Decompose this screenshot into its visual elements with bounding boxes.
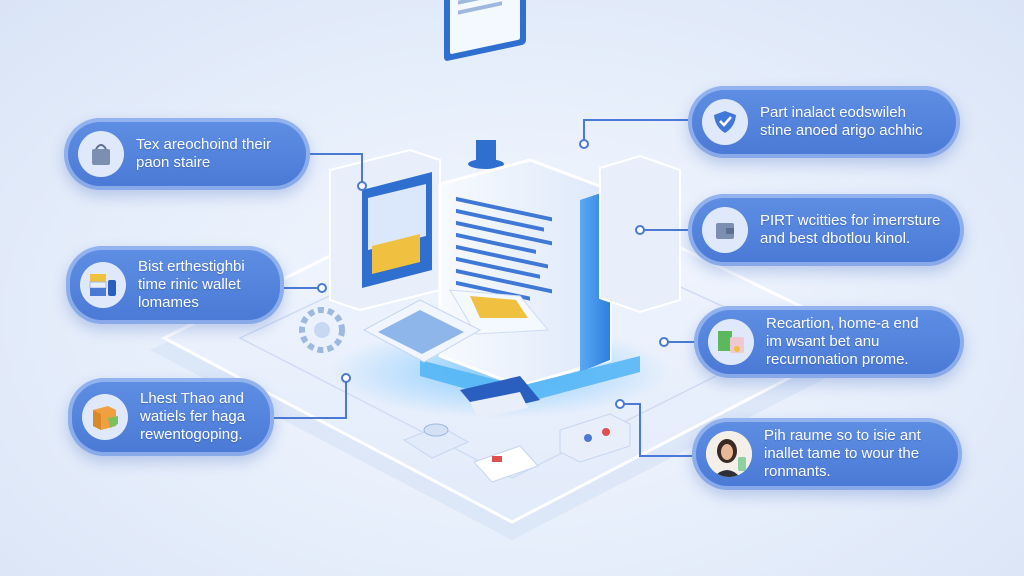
callout-2: Bist erthestighbi time rinic wallet loma… (66, 246, 284, 324)
callout-6-text: Recartion, home-a end im wsant bet anu r… (766, 315, 919, 368)
callout-6: Recartion, home-a end im wsant bet anu r… (694, 306, 964, 378)
callout-5-text: PIRT wcitties for imerrsture and best db… (760, 212, 941, 247)
callout-7-text: Pih raume so to isie ant inallet tame to… (764, 427, 921, 480)
left-cabinet (329, 148, 441, 312)
person-avatar-icon (706, 431, 752, 477)
callout-1-text: Tex areochoind their paon staire (136, 136, 272, 171)
monitor (444, 0, 526, 169)
document-card (473, 445, 539, 483)
keyboard (362, 299, 482, 363)
gear-icon (299, 307, 345, 353)
small-terminal (559, 413, 631, 463)
callout-2-text: Bist erthestighbi time rinic wallet loma… (138, 258, 245, 311)
callout-3: Lhest Thao and watiels fer haga rewentog… (68, 378, 274, 456)
card-reader (460, 376, 540, 418)
main-server (420, 158, 640, 404)
box-icon (82, 394, 128, 440)
callout-4: Part inalact eodswileh stine anoed arigo… (688, 86, 960, 158)
callout-5: PIRT wcitties for imerrsture and best db… (688, 194, 964, 266)
callout-1: Tex areochoind their paon staire (64, 118, 310, 190)
connector-dots (317, 139, 669, 409)
callout-4-text: Part inalact eodswileh stine anoed arigo… (760, 104, 923, 139)
wallet-stack-icon (80, 262, 126, 308)
callout-3-text: Lhest Thao and watiels fer haga rewentog… (140, 390, 246, 443)
callout-7: Pih raume so to isie ant inallet tame to… (692, 418, 962, 490)
connector-lines (274, 119, 694, 457)
bag-icon (78, 131, 124, 177)
dial-device (402, 423, 470, 459)
device-icon (708, 319, 754, 365)
wallet-icon (702, 207, 748, 253)
shield-icon (702, 99, 748, 145)
